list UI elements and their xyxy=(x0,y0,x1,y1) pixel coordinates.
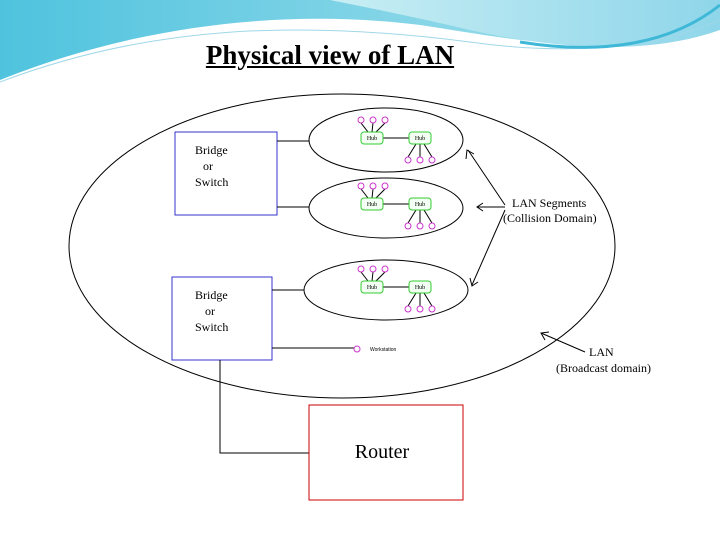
workstation-node xyxy=(369,116,377,124)
hub: Hub xyxy=(360,197,384,211)
workstation-node xyxy=(428,156,436,164)
lan-segment: Hub Hub xyxy=(303,259,469,321)
segment-ellipse xyxy=(308,107,464,173)
workstation-node xyxy=(369,182,377,190)
bridge-label: or xyxy=(203,159,213,173)
workstation-node xyxy=(416,156,424,164)
lan-segments-label: LAN Segments xyxy=(512,196,587,210)
hub-label: Hub xyxy=(415,136,425,142)
segments-annotation xyxy=(465,149,586,353)
slide-title: Physical view of LAN xyxy=(205,40,455,70)
workstation-node xyxy=(369,265,377,273)
bridge-switch-1: Bridge or Switch xyxy=(174,131,278,216)
segment-ellipse xyxy=(308,177,464,239)
workstation-label: Workstation xyxy=(370,347,397,353)
router-label: Router xyxy=(355,441,410,463)
lan-segment: Hub Hub xyxy=(308,177,464,239)
workstation-node xyxy=(357,182,365,190)
broadcast-domain-label: (Broadcast domain) xyxy=(556,361,651,375)
workstation-node xyxy=(404,222,412,230)
bridge-label: or xyxy=(205,304,215,318)
bridge-label: Switch xyxy=(195,320,228,334)
workstation-node xyxy=(416,222,424,230)
workstation: Workstation xyxy=(353,345,397,353)
workstation-node xyxy=(404,156,412,164)
workstation-node xyxy=(416,305,424,313)
workstation-node xyxy=(357,116,365,124)
lan-segment: Hub Hub xyxy=(308,107,464,173)
workstation-node xyxy=(428,305,436,313)
hub-label: Hub xyxy=(367,136,377,142)
workstation-node xyxy=(381,265,389,273)
bridge-label: Switch xyxy=(195,175,228,189)
workstation-node xyxy=(404,305,412,313)
workstation-node xyxy=(428,222,436,230)
hub-label: Hub xyxy=(415,285,425,291)
hub-label: Hub xyxy=(367,202,377,208)
segment-ellipse xyxy=(303,259,469,321)
hub-label: Hub xyxy=(367,285,377,291)
hub: Hub xyxy=(408,280,432,294)
lan-broadcast-domain-ellipse xyxy=(68,93,616,399)
bridge-label: Bridge xyxy=(195,143,228,157)
links xyxy=(219,140,354,454)
bridge-label: Bridge xyxy=(195,288,228,302)
workstation-node xyxy=(381,182,389,190)
workstation-node xyxy=(381,116,389,124)
hub: Hub xyxy=(408,197,432,211)
bridge-switch-2: Bridge or Switch xyxy=(171,276,273,361)
hub-label: Hub xyxy=(415,202,425,208)
hub: Hub xyxy=(408,131,432,145)
collision-domain-label: (Collision Domain) xyxy=(503,211,597,225)
lan-label: LAN xyxy=(589,345,614,359)
hub: Hub xyxy=(360,280,384,294)
router: Router xyxy=(308,404,464,501)
hub: Hub xyxy=(360,131,384,145)
workstation-node xyxy=(357,265,365,273)
